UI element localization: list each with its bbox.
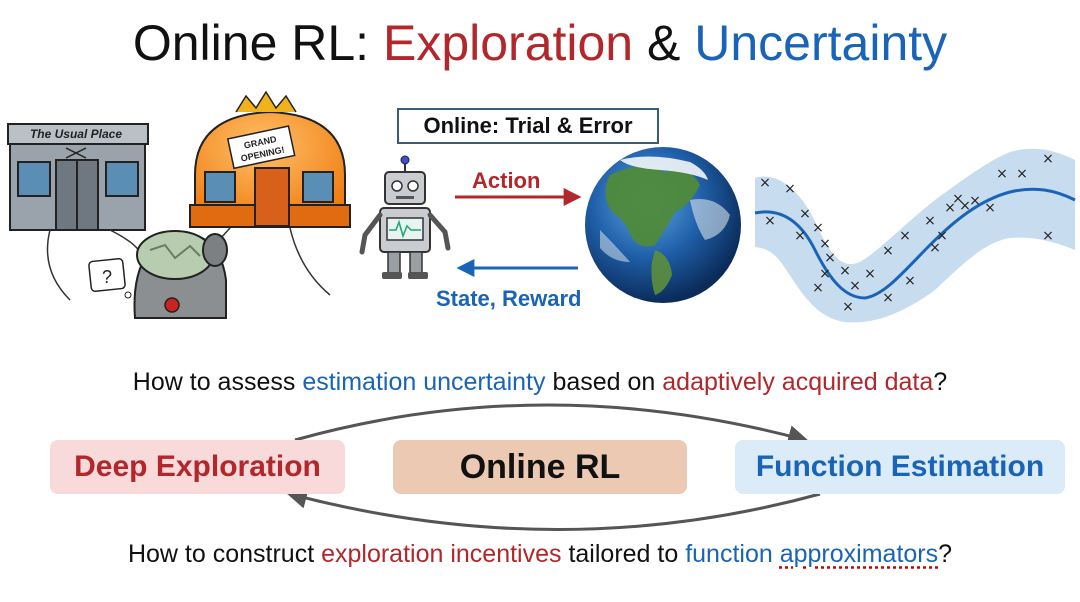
observation-mark: × [899, 228, 911, 244]
title-uncertainty: Uncertainty [694, 15, 948, 71]
restaurant-illustration: The Usual Place GRAND OPENING! ? [7, 90, 351, 319]
question-top-part3: based on [545, 368, 663, 396]
observation-mark: × [759, 175, 771, 191]
agent-robot [359, 155, 451, 279]
observation-mark: × [944, 200, 956, 216]
question-bottom: How to construct exploration incentives … [0, 540, 1080, 569]
observation-mark: × [842, 299, 854, 315]
observation-mark: × [812, 220, 824, 236]
mean-function-curve [754, 187, 1076, 300]
deep-exploration-chip: Deep Exploration [50, 440, 345, 494]
observation-mark: × [1042, 228, 1054, 244]
trial-error-box: Online: Trial & Error [397, 108, 659, 144]
state-reward-label: State, Reward [436, 286, 582, 311]
title-ampersand: & [633, 15, 695, 71]
observation-mark: × [864, 266, 876, 282]
online-rl-chip: Online RL [393, 440, 687, 494]
observation-mark: × [924, 213, 936, 229]
observation-mark: × [849, 278, 861, 294]
uncertainty-band [755, 148, 1075, 323]
restaurant-sign: The Usual Place [30, 127, 122, 141]
observation-mark: × [819, 236, 831, 252]
slide-title: Online RL: Exploration & Uncertainty [0, 14, 1080, 72]
question-bottom-approximators: approximators [779, 540, 939, 568]
question-top-adaptive-data: adaptively acquired data [662, 368, 934, 396]
observation-mark: × [882, 290, 894, 306]
observation-mark: × [904, 273, 916, 289]
question-mark: ? [102, 267, 112, 287]
observation-mark: × [996, 166, 1008, 182]
function-estimation-chip: Function Estimation [735, 440, 1065, 494]
action-label: Action [472, 168, 541, 193]
title-exploration: Exploration [382, 15, 634, 71]
usual-place-building: The Usual Place [7, 123, 149, 231]
title-prefix: Online RL: [132, 15, 383, 71]
question-top: How to assess estimation uncertainty bas… [0, 368, 1080, 397]
observation-mark: × [984, 200, 996, 216]
function-estimation-plot: ×××××××××××××××××××××××××××××× [754, 138, 1076, 323]
thinking-robot [133, 230, 228, 319]
environment-globe [585, 147, 741, 303]
observation-mark: × [952, 191, 964, 207]
observation-mark: × [969, 193, 981, 209]
question-bottom-part7: ? [938, 540, 953, 568]
observation-mark: × [794, 228, 806, 244]
observation-mark: × [824, 250, 836, 266]
observation-marks: ×××××××××××××××××××××××××××××× [759, 151, 1054, 315]
observation-mark: × [819, 266, 831, 282]
cycle-arrow-bottom [285, 488, 821, 531]
observation-mark: × [799, 206, 811, 222]
cycle-arrow-top [294, 403, 810, 446]
question-bottom-function: function [685, 540, 773, 568]
question-bottom-space [773, 540, 780, 568]
observation-mark: × [959, 198, 971, 214]
question-top-part1: How to assess [132, 368, 303, 396]
question-top-estimation-uncertainty: estimation uncertainty [302, 368, 546, 396]
observation-mark: × [936, 228, 948, 244]
question-bottom-exploration-incentives: exploration incentives [321, 540, 562, 568]
new-restaurant-building: GRAND OPENING! [189, 90, 351, 228]
question-bottom-part3: tailored to [561, 540, 686, 568]
question-top-part5: ? [933, 368, 948, 396]
observation-mark: × [1016, 166, 1028, 182]
observation-mark: × [764, 213, 776, 229]
observation-mark: × [882, 243, 894, 259]
thought-bubble: ? [88, 257, 132, 299]
observation-mark: × [784, 181, 796, 197]
question-bottom-part1: How to construct [127, 540, 322, 568]
observation-mark: × [1042, 151, 1054, 167]
observation-mark: × [839, 263, 851, 279]
observation-mark: × [929, 240, 941, 256]
observation-mark: × [812, 280, 824, 296]
